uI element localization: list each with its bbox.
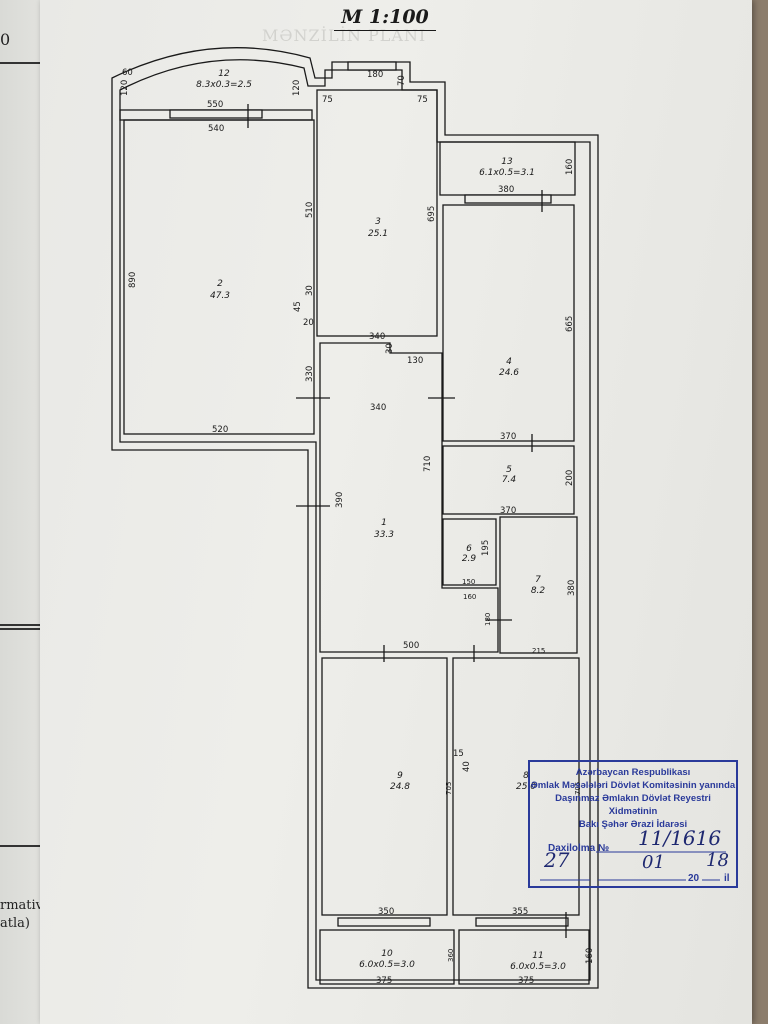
dim-label: 75 <box>322 95 333 105</box>
dim-label: 75 <box>417 95 428 105</box>
room-13-number: 13 <box>501 157 513 167</box>
room-1-number: 1 <box>381 518 387 528</box>
dim-label: 705 <box>445 782 453 795</box>
dim-label: 510 <box>305 202 315 218</box>
room-6-number: 6 <box>466 544 472 554</box>
room-9-number: 9 <box>397 771 403 781</box>
dim-label: 890 <box>128 272 138 288</box>
room-1-area: 33.3 <box>374 530 394 540</box>
dim-label: 30 <box>385 343 395 354</box>
dim-label: 30 <box>305 285 315 296</box>
dim-label: 665 <box>565 316 575 332</box>
scale-title: M 1:100 <box>330 6 440 31</box>
room-2-area: 47.3 <box>210 291 230 301</box>
dim-label: 375 <box>376 976 392 986</box>
stamp-received-label: Daxilolma № <box>548 843 610 854</box>
dim-label: 180 <box>484 613 492 626</box>
stamp-line-2: Əmlak Məsələləri Dövlət Komitəsinin yanı… <box>530 780 736 791</box>
dim-label: 200 <box>565 470 575 486</box>
dim-label: 370 <box>500 506 516 516</box>
dim-label: 120 <box>120 80 130 96</box>
dim-label: 20 <box>303 318 314 328</box>
dim-label: 160 <box>565 159 575 175</box>
dim-label: 360 <box>447 949 455 962</box>
room-10-area: 6.0x0.5=3.0 <box>359 960 415 970</box>
room-6-area: 2.9 <box>462 554 477 564</box>
under-sheet-text-2: atla) <box>0 916 30 931</box>
room-3-area: 25.1 <box>368 229 388 239</box>
dim-label: 15 <box>453 749 464 759</box>
dim-label: 180 <box>367 70 383 80</box>
room-12-number: 12 <box>218 69 230 79</box>
dim-label: 350 <box>378 907 394 917</box>
room-11-number: 11 <box>532 951 543 961</box>
dimension-labels: 60 120 120 550 540 180 70 75 75 890 510 … <box>120 68 595 986</box>
stamp-month: 01 <box>642 852 665 873</box>
room-labels: 1 33.3 2 47.3 3 25.1 4 24.6 5 7.4 6 2.9 … <box>196 69 566 972</box>
stamp-line-3: Daşınmaz Əmlakın Dövlət Reyestri Xidməti… <box>555 793 711 817</box>
dim-label: 160 <box>463 593 476 601</box>
dim-label: 705 <box>574 782 582 795</box>
room-7-area: 8.2 <box>531 586 546 596</box>
stamp-received-number: 11/1616 <box>638 826 722 850</box>
stamp-line-1: Azərbaycan Respublikası <box>575 767 691 778</box>
room-5-number: 5 <box>506 465 512 475</box>
dim-label: 380 <box>567 580 577 596</box>
dim-label: 40 <box>462 761 472 772</box>
room-13-area: 6.1x0.5=3.1 <box>479 168 535 178</box>
dim-label: 540 <box>208 124 224 134</box>
stamp-line-4: Bakı Şəhər Ərazi İdarəsi <box>578 819 688 830</box>
dim-label: 60 <box>122 68 133 78</box>
registry-stamp: Azərbaycan Respublikası Əmlak Məsələləri… <box>528 760 738 888</box>
stamp-year-end: il <box>724 873 730 884</box>
room-8-area: 25.0 <box>516 782 536 792</box>
dim-label: 380 <box>498 185 514 195</box>
dim-label: 550 <box>207 100 223 110</box>
room-4-area: 24.6 <box>499 368 519 378</box>
dim-label: 70 <box>397 75 407 86</box>
dim-label: 695 <box>427 206 437 222</box>
stamp-year-prefix: 20 <box>688 873 700 884</box>
room-11-area: 6.0x0.5=3.0 <box>510 962 566 972</box>
stamp-underlines <box>540 851 726 881</box>
walls <box>111 47 599 989</box>
room-9-area: 24.8 <box>390 782 410 792</box>
room-2-number: 2 <box>217 279 223 289</box>
dim-label: 160 <box>585 948 595 964</box>
dim-label: 150 <box>462 578 475 586</box>
room-5-area: 7.4 <box>502 475 517 485</box>
room-3-number: 3 <box>375 217 381 227</box>
room-4-number: 4 <box>506 357 512 367</box>
room-10-number: 10 <box>381 949 393 959</box>
under-sheet-digit: 0 <box>0 30 11 49</box>
dim-label: 370 <box>500 432 516 442</box>
dim-label: 390 <box>335 492 345 508</box>
dim-label: 340 <box>369 332 385 342</box>
room-8-number: 8 <box>523 771 529 781</box>
floor-plan-sheet <box>40 0 752 1024</box>
dim-label: 375 <box>518 976 534 986</box>
room-12-area: 8.3x0.3=2.5 <box>196 80 252 90</box>
room-7-number: 7 <box>535 575 541 585</box>
dim-label: 45 <box>293 301 303 312</box>
dim-label: 340 <box>370 403 386 413</box>
dim-label: 330 <box>305 366 315 382</box>
dim-label: 710 <box>423 456 433 472</box>
dim-label: 215 <box>532 647 545 655</box>
stamp-day: 27 <box>544 848 570 872</box>
under-sheet-text-1: rmativ <box>0 898 44 913</box>
dim-label: 195 <box>481 540 491 556</box>
dim-label: 130 <box>407 356 423 366</box>
dim-label: 120 <box>292 80 302 96</box>
dim-label: 355 <box>512 907 528 917</box>
stamp-year-suffix: 18 <box>706 850 729 871</box>
dim-label: 500 <box>403 641 419 651</box>
dim-label: 520 <box>212 425 228 435</box>
